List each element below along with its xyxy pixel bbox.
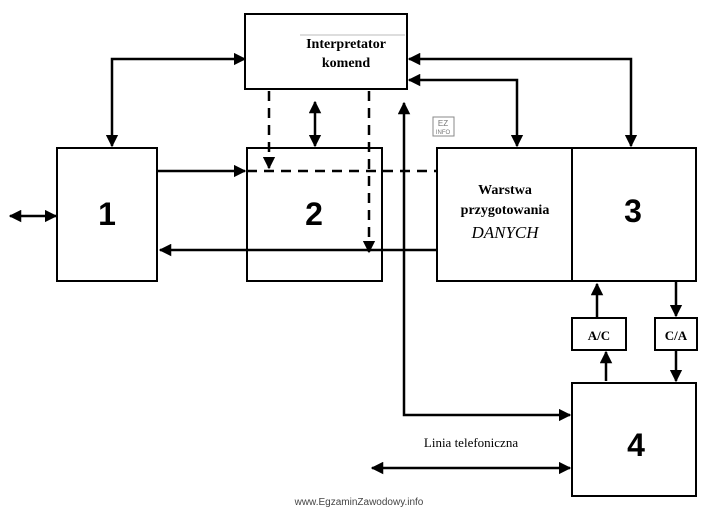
ac-label: A/C bbox=[588, 328, 610, 343]
phone-line-label: Linia telefoniczna bbox=[424, 435, 518, 450]
ca-box bbox=[654, 317, 698, 351]
ca-label: C/A bbox=[665, 328, 688, 343]
interpreter-block3-arrow bbox=[407, 52, 638, 148]
block-1-box bbox=[56, 147, 158, 282]
ac-box bbox=[571, 317, 627, 351]
block-4-label: 4 bbox=[627, 427, 645, 463]
watermark-logo-icon: EZ INFO bbox=[432, 116, 455, 137]
block1-interpreter-arrow bbox=[105, 52, 247, 148]
prep-label-1: Warstwa bbox=[478, 183, 532, 198]
prep-label-3: DANYCH bbox=[470, 223, 540, 242]
svg-text:INFO: INFO bbox=[436, 130, 451, 136]
interpreter-box bbox=[244, 13, 408, 90]
interpreter-block4-arrow bbox=[397, 101, 572, 422]
block-4-box bbox=[571, 382, 697, 497]
svg-text:EZ: EZ bbox=[438, 119, 448, 128]
prep-label-2: przygotowania bbox=[461, 203, 550, 218]
interpreter-label-1: Interpretator bbox=[306, 37, 386, 52]
footer-url: www.EgzaminZawodowy.info bbox=[294, 497, 424, 508]
block-1-label: 1 bbox=[98, 196, 116, 232]
block-2-label: 2 bbox=[305, 196, 323, 232]
interpreter-prep-arrow bbox=[407, 73, 524, 148]
block-3-box bbox=[571, 147, 697, 282]
block-3-label: 3 bbox=[624, 193, 642, 229]
interpreter-label-2: komend bbox=[322, 56, 370, 71]
